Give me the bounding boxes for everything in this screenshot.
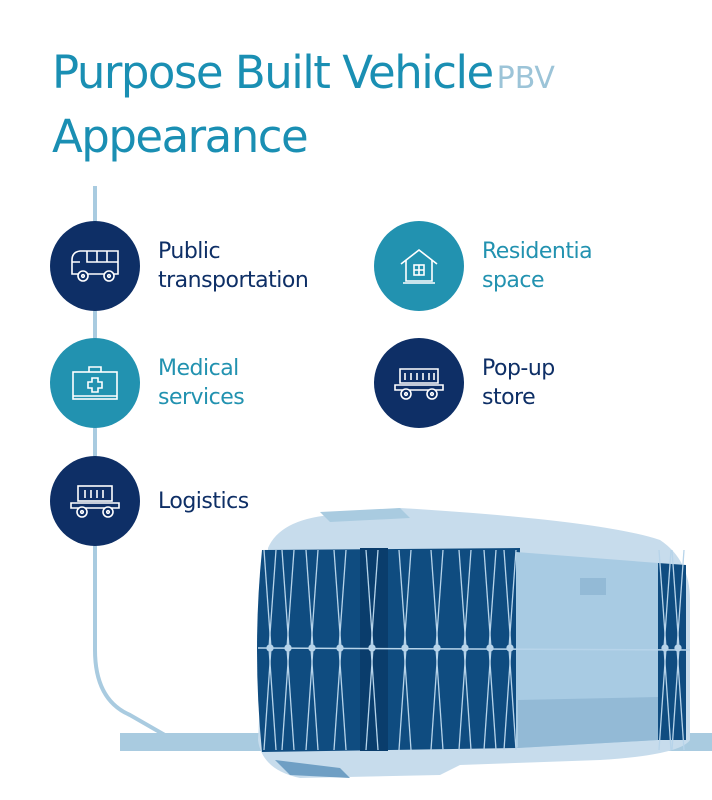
item-pop-up-store: Pop-up store (374, 338, 555, 428)
pbv-vehicle-illustration (257, 508, 691, 778)
vehicle-lattice-line (286, 549, 295, 649)
vehicle-lattice-line (463, 647, 472, 751)
vehicle-lattice-line (268, 549, 277, 649)
vehicle-lattice-line (268, 647, 277, 751)
vehicle-lattice-node (506, 644, 514, 652)
vehicle-lattice-line (286, 647, 295, 751)
item-logistics: Logistics (50, 456, 249, 546)
item-label-line-2: space (482, 268, 545, 293)
vehicle-lattice-node (433, 644, 441, 652)
vehicle-lattice-line (338, 549, 347, 649)
vehicle-lattice-line (403, 549, 412, 649)
vehicle-lattice-line (370, 647, 379, 751)
vehicle-lattice-line (463, 549, 472, 649)
vehicle-lattice-line (370, 549, 379, 649)
item-label-line-1: Public (158, 239, 221, 264)
vehicle-lattice-line (488, 549, 497, 649)
vehicle-lattice-line (338, 647, 347, 751)
vehicle-lattice-node (461, 644, 469, 652)
bus-icon (50, 221, 140, 311)
vehicle-lattice-node (486, 644, 494, 652)
vehicle-lattice-line (676, 647, 685, 751)
item-label-line-2: store (482, 385, 536, 410)
title-line-2: Appearance (52, 110, 309, 163)
item-residential-space: Residentia space (374, 221, 593, 311)
timeline-line (93, 186, 712, 740)
item-label-line-1: Residentia (482, 239, 593, 264)
container-trailer-icon (50, 456, 140, 546)
title-abbreviation: PBV (496, 61, 555, 96)
vehicle-lattice-line (435, 647, 444, 751)
item-label-line-2: transportation (158, 268, 309, 293)
item-label: Logistics (158, 488, 249, 514)
item-medical-services: Medical services (50, 338, 245, 428)
vehicle-lattice-line (676, 549, 685, 649)
item-label-line-2: services (158, 385, 245, 410)
vehicle-lattice-line (663, 549, 672, 649)
vehicle-lattice-line (508, 647, 517, 751)
item-label-line-1: Pop-up (482, 356, 555, 381)
vehicle-lattice-line (435, 549, 444, 649)
vehicle-lattice-line (508, 549, 517, 649)
vehicle-lattice-line (488, 647, 497, 751)
cart-icon (374, 338, 464, 428)
vehicle-lattice-line (663, 647, 672, 751)
vehicle-lattice-line (310, 647, 319, 751)
item-public-transportation: Public transportation (50, 221, 309, 311)
vehicle-lattice-line (310, 549, 319, 649)
item-label-line-1: Medical (158, 356, 239, 381)
title-line-1: Purpose Built Vehicle (52, 46, 494, 99)
medical-kit-icon (50, 338, 140, 428)
vehicle-lattice-line (403, 647, 412, 751)
house-icon (374, 221, 464, 311)
